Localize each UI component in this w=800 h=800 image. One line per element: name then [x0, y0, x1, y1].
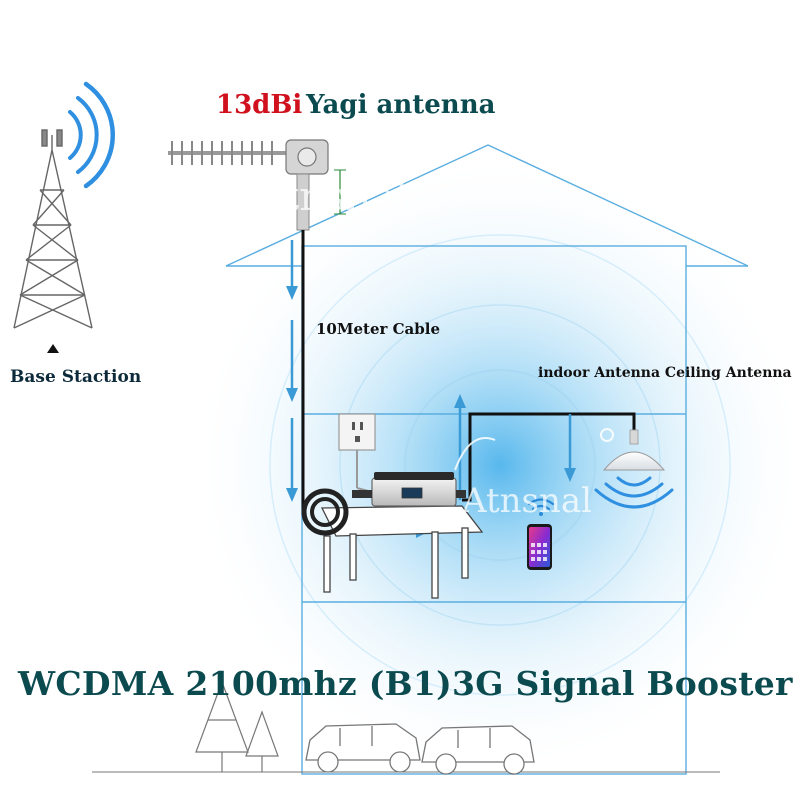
- watermark-text: Atnsnal: [461, 481, 592, 521]
- signal-booster-icon: [352, 472, 466, 507]
- cable-coil-icon: [301, 488, 349, 536]
- watermark-text: Atnsnal: [254, 174, 408, 220]
- base-station-label: Base Staction: [10, 367, 142, 387]
- power-outlet-icon: [338, 413, 376, 493]
- tree-icon: [195, 680, 279, 772]
- yagi-antenna-icon: [168, 139, 346, 231]
- ceiling-antenna-icon: [602, 429, 666, 471]
- pointer-triangle: [47, 344, 59, 353]
- indoor-antenna-label: indoor Antenna Ceiling Antenna: [538, 365, 792, 381]
- tower-signal-waves: [68, 81, 115, 189]
- antenna-gain-label: 13dBi: [216, 90, 303, 120]
- cable-length-label: 10Meter Cable: [316, 320, 441, 338]
- car-icon: [305, 723, 421, 773]
- antenna-type-label: Yagi antenna: [306, 90, 496, 120]
- signal-glow: [200, 165, 800, 765]
- ceiling-signal-waves: [594, 476, 674, 509]
- flow-arrows: [290, 240, 572, 534]
- watermark-marks: [419, 135, 614, 471]
- table-icon: [320, 505, 484, 599]
- cell-tower-icon: [13, 129, 93, 329]
- wifi-icon: [527, 498, 555, 516]
- product-headline: WCDMA 2100mhz (B1)3G Signal Booster: [18, 664, 793, 703]
- car-icon: [421, 725, 535, 775]
- feed-cable: [301, 230, 636, 510]
- smartphone-icon: [527, 524, 552, 570]
